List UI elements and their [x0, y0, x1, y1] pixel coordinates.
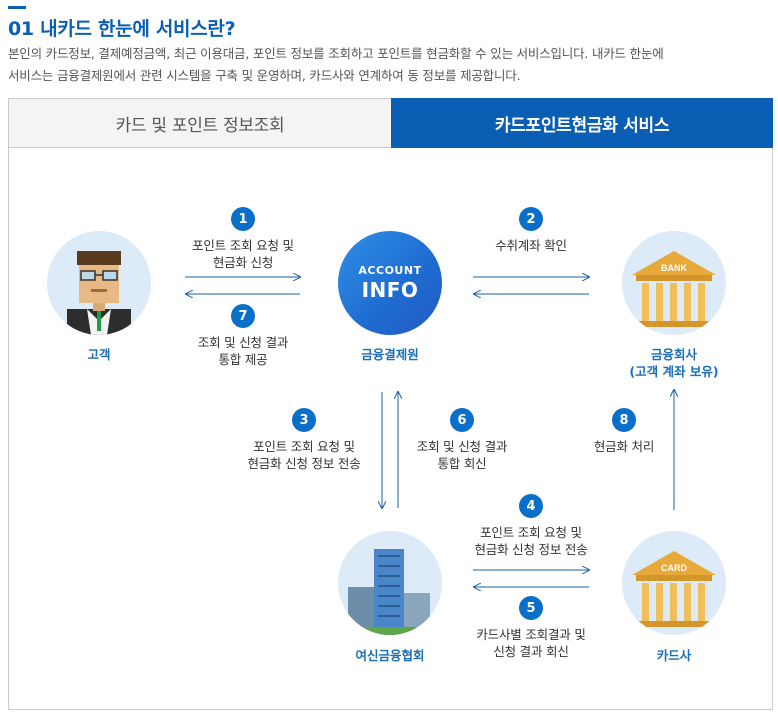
customer-icon: [67, 251, 131, 335]
logo-text-top: ACCOUNT: [358, 264, 422, 277]
description-line-2: 서비스는 금융결제원에서 관련 시스템을 구축 및 운영하며, 카드사와 연계하…: [8, 68, 521, 83]
step-6-badge: 6: [450, 408, 474, 432]
step-2-text: 수취계좌 확인: [495, 238, 567, 253]
step-4-badge: 4: [519, 494, 543, 518]
step-7-badge: 7: [231, 304, 255, 328]
card-company-node: CARD: [622, 531, 726, 635]
kftc-label: 금융결제원: [361, 347, 419, 362]
bank-node: BANK: [622, 231, 726, 335]
tab-card-point-inquiry[interactable]: 카드 및 포인트 정보조회: [8, 98, 391, 148]
association-node: [338, 531, 442, 635]
association-label: 여신금융협회: [355, 648, 425, 663]
step-7-text: 조회 및 신청 결과 통합 제공: [197, 335, 289, 367]
kftc-account-info-logo: ACCOUNT INFO: [338, 231, 442, 335]
step-5-badge: 5: [519, 596, 543, 620]
bank-label-line2: (고객 계좌 보유): [629, 364, 719, 379]
card-company-building-icon: CARD: [632, 551, 716, 627]
bank-label: 금융회사 (고객 계좌 보유): [604, 346, 744, 380]
logo-text-bottom: INFO: [361, 278, 419, 302]
step-1-badge: 1: [231, 207, 255, 231]
bank-label-line1: 금융회사: [650, 347, 697, 362]
step-3-text: 포인트 조회 요청 및 현금화 신청 정보 전송: [247, 439, 361, 471]
step-6-text: 조회 및 신청 결과 통합 회신: [416, 439, 508, 471]
tab-point-cash-service[interactable]: 카드포인트현금화 서비스: [391, 98, 773, 148]
title-accent-bar: [8, 6, 26, 9]
customer-label: 고객: [87, 347, 111, 362]
office-building-icon: [338, 549, 442, 635]
bank-building-icon: BANK: [632, 251, 716, 327]
step-5-text: 카드사별 조회결과 및 신청 결과 회신: [476, 627, 586, 659]
customer-node: [47, 231, 151, 335]
section-title: 01 내카드 한눈에 서비스란?: [8, 18, 236, 40]
step-1-text: 포인트 조회 요청 및 현금화 신청: [192, 238, 294, 270]
step-8-text: 현금화 처리: [593, 439, 655, 454]
step-4-text: 포인트 조회 요청 및 현금화 신청 정보 전송: [474, 525, 588, 557]
step-8-badge: 8: [612, 408, 636, 432]
bank-sign-text: BANK: [661, 263, 687, 273]
step-3-badge: 3: [292, 408, 316, 432]
description-line-1: 본인의 카드정보, 결제예정금액, 최근 이용대금, 포인트 정보를 조회하고 …: [8, 46, 664, 61]
card-sign-text: CARD: [661, 563, 687, 573]
step-2-badge: 2: [519, 207, 543, 231]
section-description: 본인의 카드정보, 결제예정금액, 최근 이용대금, 포인트 정보를 조회하고 …: [8, 43, 776, 87]
card-company-label: 카드사: [656, 648, 692, 663]
